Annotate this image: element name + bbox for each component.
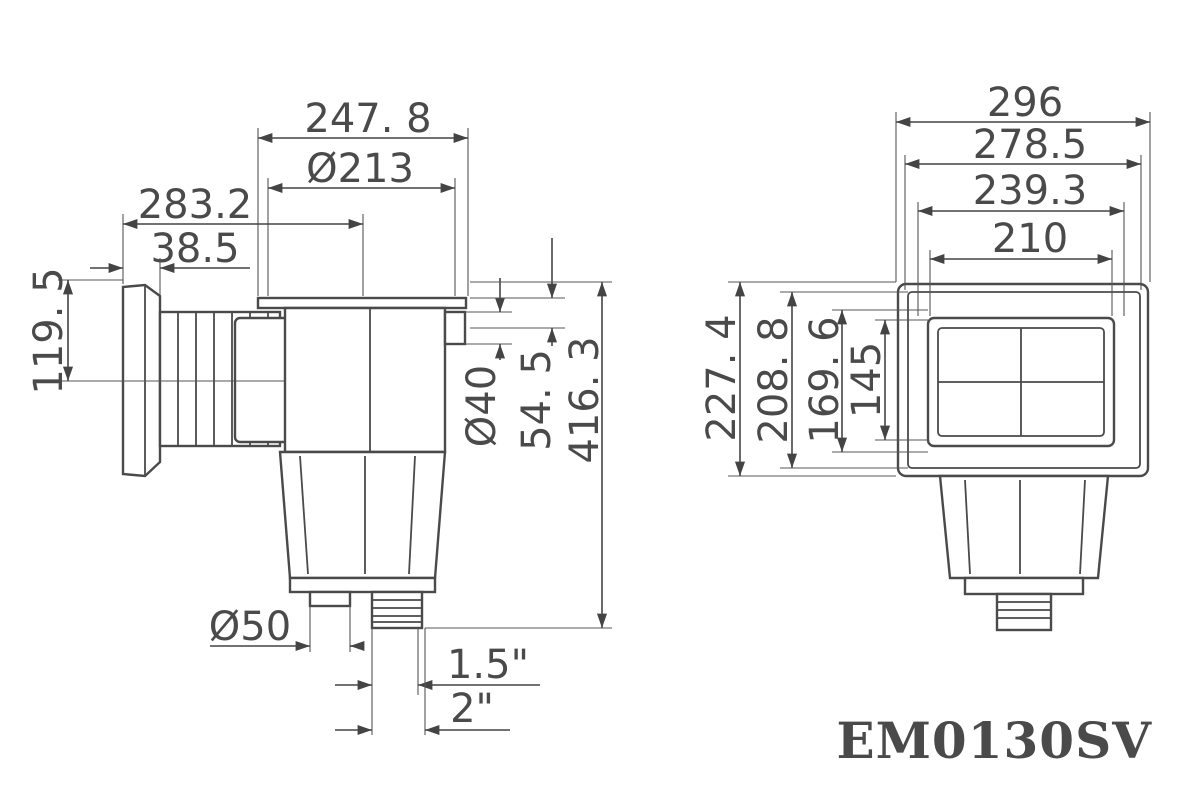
front-lower-body (938, 474, 1110, 580)
bottom-rim (288, 576, 437, 594)
dim-227-4: 227. 4 (699, 314, 745, 441)
front-view: 296 278.5 239.3 210 227. 4 208. 8 169. 6 (699, 80, 1151, 632)
dim-296: 296 (987, 80, 1063, 126)
dim-38-5: 38.5 (150, 226, 239, 272)
dim-dia-213: Ø213 (306, 146, 414, 192)
dim-54-5: 54. 5 (514, 349, 560, 451)
dim-247-8: 247. 8 (304, 96, 431, 142)
side-view: 247. 8 Ø213 283.2 38.5 119. 5 Ø40 54. 5 (26, 96, 612, 736)
dim-thread-2: 2" (450, 686, 494, 732)
front-bottom-rim (963, 576, 1085, 596)
dim-119-5: 119. 5 (26, 267, 72, 394)
front-threaded-outlet (995, 592, 1053, 632)
dim-208-8: 208. 8 (751, 316, 797, 443)
lid-rim (256, 296, 468, 310)
model-number: EM0130SV (836, 711, 1152, 770)
dim-dia-50: Ø50 (209, 604, 291, 650)
side-port (443, 310, 467, 346)
drain-outlet (308, 590, 352, 608)
dim-239-3: 239.3 (973, 168, 1088, 214)
dim-278-5: 278.5 (973, 122, 1088, 168)
dim-145: 145 (844, 342, 890, 418)
dim-thread-1-5: 1.5" (447, 642, 529, 688)
upper-body (283, 306, 447, 454)
dim-169-6: 169. 6 (802, 316, 848, 443)
dim-dia-40: Ø40 (459, 365, 505, 447)
dim-416-3: 416. 3 (562, 336, 608, 463)
dim-210: 210 (992, 216, 1068, 262)
dim-283-2: 283.2 (138, 182, 253, 228)
